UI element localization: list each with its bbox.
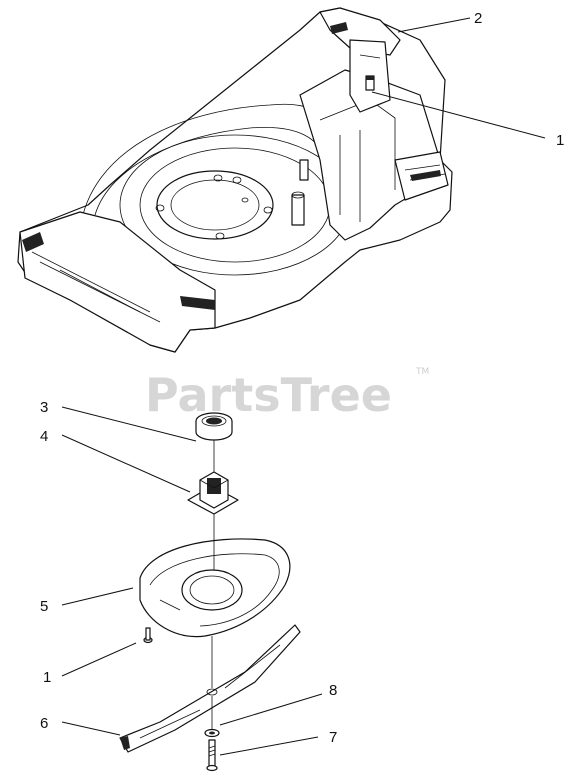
assembly-axis bbox=[211, 440, 215, 730]
leader-8 bbox=[219, 693, 323, 726]
leader-lines bbox=[61, 17, 546, 756]
leader-1-bottom bbox=[61, 642, 137, 677]
blade[interactable] bbox=[119, 624, 301, 753]
callout-4[interactable]: 4 bbox=[40, 428, 48, 445]
callout-2[interactable]: 2 bbox=[474, 10, 482, 27]
callout-7[interactable]: 7 bbox=[329, 729, 337, 746]
leader-3 bbox=[61, 406, 197, 442]
callout-1-bottom[interactable]: 1 bbox=[43, 669, 51, 686]
bearing[interactable] bbox=[195, 412, 233, 441]
baffle[interactable] bbox=[139, 538, 291, 638]
callouts: 2 1 3 4 5 1 8 6 7 bbox=[40, 10, 564, 746]
watermark: PartsTree TM bbox=[145, 367, 429, 422]
leader-4 bbox=[61, 434, 191, 493]
screw[interactable] bbox=[143, 627, 153, 644]
leader-1-top bbox=[371, 91, 546, 139]
callout-1-top[interactable]: 1 bbox=[556, 132, 564, 149]
watermark-text: PartsTree bbox=[145, 368, 392, 422]
watermark-trademark: TM bbox=[415, 367, 429, 377]
blade-adapter[interactable] bbox=[187, 471, 239, 515]
callout-6[interactable]: 6 bbox=[40, 715, 48, 732]
callout-5[interactable]: 5 bbox=[40, 598, 48, 615]
blade-bolt[interactable] bbox=[206, 739, 218, 772]
leader-7 bbox=[219, 736, 319, 756]
callout-8[interactable]: 8 bbox=[329, 682, 337, 699]
mower-deck-housing[interactable] bbox=[17, 7, 453, 353]
washer[interactable] bbox=[204, 728, 220, 738]
leader-6 bbox=[61, 721, 121, 736]
leader-5 bbox=[61, 587, 134, 606]
leader-2 bbox=[397, 17, 471, 33]
callout-3[interactable]: 3 bbox=[40, 399, 48, 416]
